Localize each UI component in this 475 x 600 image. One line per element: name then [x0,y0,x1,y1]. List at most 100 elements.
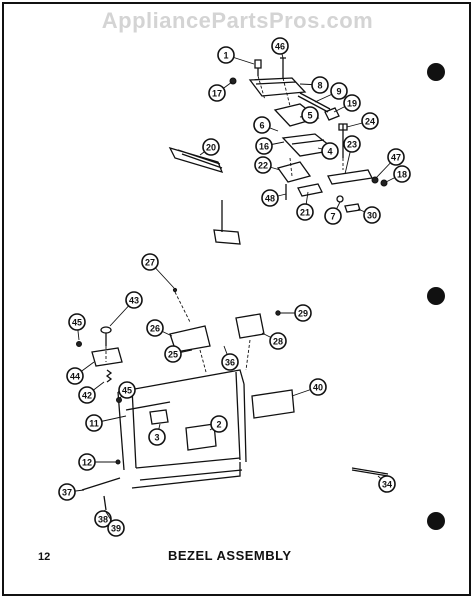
callout-3: 3 [148,423,166,446]
hinge-part-23 [327,169,373,185]
callout-number: 26 [150,324,160,334]
callout-circle [294,304,312,322]
callout-circle [68,313,86,331]
bracket-plate-8 [248,77,307,97]
screw-part-1 [254,59,262,76]
callout-45: 45 [68,313,86,341]
callout-circle [58,483,76,501]
callout-number: 45 [122,386,132,396]
callout-number: 37 [62,488,72,498]
binder-hole-top [427,63,445,81]
callout-circle [208,84,226,102]
callout-circle [217,46,235,64]
callout-number: 22 [258,161,268,171]
screw-part-45a [76,341,82,347]
callout-44: 44 [66,361,95,385]
callout-circle [164,345,182,363]
screw-part-45b [116,397,122,403]
callout-47: 47 [375,148,405,179]
screw-part-29 [275,310,281,316]
strip-part-37 [81,477,121,491]
page-number: 12 [38,551,51,563]
callout-circle [363,206,381,224]
callout-circle [85,414,103,432]
callout-number: 46 [275,42,285,52]
bezel-top-rail [125,401,171,411]
callout-circle [393,165,411,183]
callout-2: 2 [209,415,228,433]
callout-circle [254,156,272,174]
callout-circle [309,378,327,396]
callout-number: 11 [89,419,99,429]
bracket-part-22 [276,161,312,183]
callout-46: 46 [271,37,289,59]
callout-number: 47 [391,153,401,163]
panel-part-40 [251,389,295,419]
callout-30: 30 [357,206,381,224]
callout-number: 19 [347,99,357,109]
binder-hole-middle [427,287,445,305]
callout-25: 25 [164,345,193,363]
page-title: BEZEL ASSEMBLY [168,548,292,563]
callout-circle [107,519,125,537]
callout-circle [146,319,164,337]
callout-circle [94,510,112,528]
strip-part-34 [351,467,389,477]
nut-part-47 [371,176,379,184]
point-part-27 [172,287,178,293]
callout-circle [387,148,405,166]
screw-part-46 [280,57,286,78]
callout-circle [210,415,228,433]
callout-number: 42 [82,391,92,401]
callout-number: 39 [111,524,121,534]
box-part-28 [235,313,265,339]
clip-part-3 [149,409,169,425]
callout-circle [343,135,361,153]
callout-number: 25 [168,350,178,360]
callout-5: 5 [299,106,319,124]
screw-part-38 [103,495,107,511]
strip-part-20 [168,146,224,174]
callout-28: 28 [261,332,287,350]
callout-number: 9 [336,87,341,97]
callout-number: 48 [265,194,275,204]
callout-circle [296,203,314,221]
callout-34: 34 [377,475,396,493]
callout-24: 24 [346,112,379,130]
clip-part-19 [324,107,340,121]
callout-19: 19 [333,94,361,113]
callout-number: 38 [98,515,108,525]
callout-number: 7 [330,212,335,222]
rod-part-9 [297,92,331,113]
spring-part-42 [105,369,113,383]
callout-circle [361,112,379,130]
callout-22: 22 [254,156,281,174]
callout-number: 4 [327,147,332,157]
callout-circle [66,367,84,385]
callout-43: 43 [109,291,143,327]
watermark: AppliancePartsPros.com [101,8,374,33]
callout-number: 30 [367,211,377,221]
callout-circle [202,138,220,156]
callout-27: 27 [141,253,175,289]
callout-26: 26 [146,319,173,337]
callout-11: 11 [85,414,127,432]
callout-number: 21 [300,208,310,218]
callout-circle [141,253,159,271]
callout-7: 7 [324,201,342,225]
bezel-bottom-rail [139,469,243,481]
callout-number: 17 [212,89,222,99]
callout-circle [301,106,319,124]
connector-block [213,200,241,245]
callout-circle [343,94,361,112]
callout-number: 16 [259,142,269,152]
callout-9: 9 [314,82,348,103]
callout-circle [118,381,136,399]
callout-number: 23 [347,140,357,150]
bolt-part-24 [338,123,348,158]
callout-circle [255,137,273,155]
nut-part-18 [380,179,388,187]
callout-17: 17 [208,81,233,102]
callout-circle [378,475,396,493]
